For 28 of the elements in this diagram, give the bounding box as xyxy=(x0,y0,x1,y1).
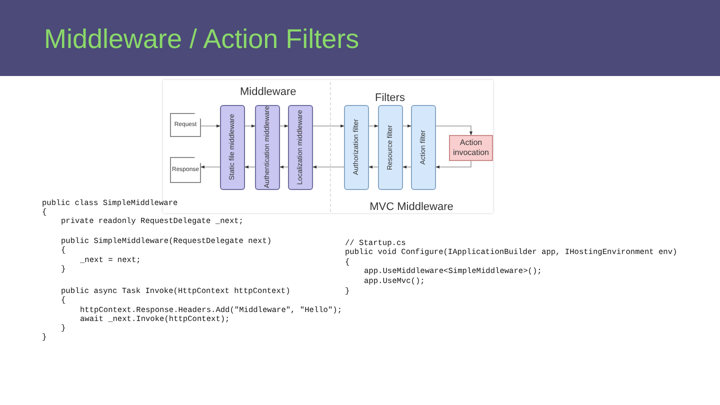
mvc-region xyxy=(330,82,492,212)
arrow xyxy=(200,124,220,128)
node-label: MVC Middleware xyxy=(370,201,454,213)
filter-box xyxy=(344,105,369,190)
request-document xyxy=(170,113,201,137)
arrow xyxy=(312,124,344,128)
response-document xyxy=(170,157,201,183)
middleware-box xyxy=(255,105,280,190)
arrow xyxy=(436,160,472,169)
section-heading: Filters xyxy=(375,92,405,104)
filter-box xyxy=(411,105,436,190)
arrow xyxy=(402,124,412,128)
arrow xyxy=(280,124,288,128)
middleware-box xyxy=(288,105,313,190)
arrow xyxy=(402,165,412,169)
filter-box xyxy=(378,105,403,190)
section-heading: Middleware xyxy=(240,86,296,98)
arrow xyxy=(280,165,288,169)
arrow xyxy=(368,124,378,128)
arrow xyxy=(244,165,256,169)
node-label: Action invocation xyxy=(452,138,490,158)
slide-title: Middleware / Action Filters xyxy=(44,24,360,55)
arrow xyxy=(368,165,378,169)
arrow xyxy=(312,165,344,169)
arrow xyxy=(200,165,220,169)
arrow xyxy=(244,124,256,128)
middleware-box xyxy=(220,105,245,190)
arrow xyxy=(436,126,473,136)
